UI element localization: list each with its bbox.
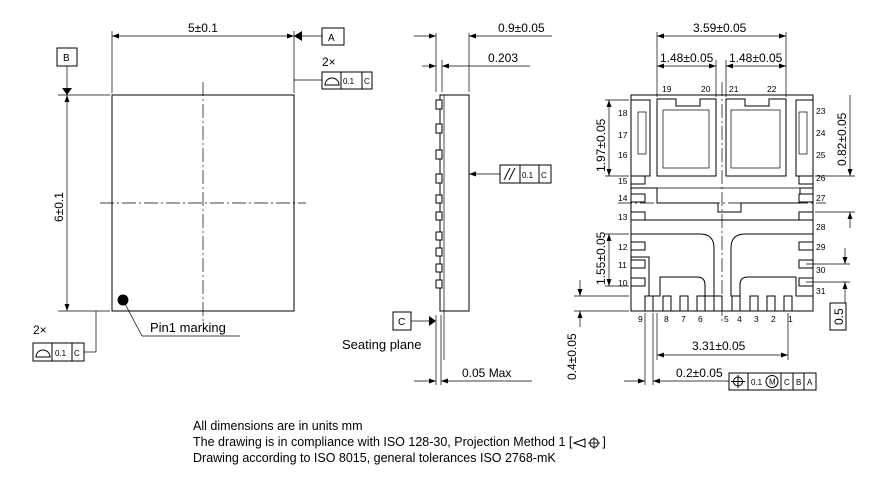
svg-text:20: 20: [701, 84, 711, 94]
left-upper-height-dimension: 1.97±0.05: [594, 118, 608, 172]
datum-b-label: B: [63, 53, 70, 64]
standoff-dimension: 0.203: [488, 51, 518, 65]
svg-text:30: 30: [816, 265, 826, 275]
note-projection: The drawing is in compliance with ISO 12…: [193, 435, 606, 449]
svg-text:0.1: 0.1: [751, 378, 763, 387]
svg-text:31: 31: [816, 286, 826, 296]
svg-text:3: 3: [754, 314, 759, 324]
svg-text:18: 18: [618, 108, 628, 118]
svg-text:M: M: [769, 378, 776, 387]
svg-text:12: 12: [618, 242, 628, 252]
svg-text:C: C: [541, 171, 547, 180]
lower-thermal-pads: [631, 233, 813, 297]
svg-text:7: 7: [681, 314, 686, 324]
pin-length-dimension: 0.4±0.05: [565, 333, 579, 380]
svg-text:0.1: 0.1: [522, 171, 534, 180]
upper-thermal-pads: [656, 98, 787, 177]
datum-c-label: C: [398, 317, 405, 328]
surface-profile-icon: [35, 349, 51, 358]
width-dimension: 5±0.1: [188, 21, 218, 35]
side-pins: [435, 99, 443, 289]
svg-text:B: B: [796, 378, 801, 387]
profile-tolerance-frame-top: 0.1 C: [321, 71, 373, 90]
datum-a-label: A: [328, 33, 335, 44]
svg-text:10: 10: [618, 278, 628, 288]
svg-text:8: 8: [664, 314, 669, 324]
note-units: All dimensions are in units mm: [193, 419, 363, 433]
surface-profile-icon: [324, 77, 340, 86]
svg-text:A: A: [807, 378, 813, 387]
svg-text:2: 2: [771, 314, 776, 324]
svg-text:29: 29: [816, 242, 826, 252]
parallelism-frame: 0.1 C: [499, 164, 552, 184]
svg-text:13: 13: [618, 212, 628, 222]
svg-text:C: C: [784, 378, 790, 387]
svg-text:28: 28: [816, 222, 826, 232]
svg-text:17: 17: [618, 130, 628, 140]
bottom-view: 19 20 21 22 18 17 16 15 14 13 12 11 10 2…: [565, 21, 855, 391]
coplanarity-dimension: 0.05 Max: [462, 366, 511, 380]
svg-text:19: 19: [662, 84, 672, 94]
svg-text:11: 11: [618, 260, 627, 270]
pin1-marking-label: Pin1 marking: [150, 320, 226, 335]
svg-text:26: 26: [816, 173, 826, 183]
seating-plane-label: Seating plane: [342, 337, 422, 352]
pitch-basic-dimension: 0.5: [832, 308, 846, 325]
svg-text:22: 22: [767, 84, 777, 94]
right-pad-width-dimension: 1.48±0.05: [729, 51, 783, 65]
svg-text:4: 4: [737, 314, 742, 324]
mmc-modifier-icon: [765, 375, 779, 388]
svg-text:23: 23: [816, 106, 826, 116]
svg-text:C: C: [74, 349, 80, 358]
perimeter-pads: [630, 175, 814, 312]
pin-width-dimension: 0.2±0.05: [676, 366, 723, 380]
side-view: 0.9±0.05 0.203 0.1 C C Seating plane: [342, 21, 552, 385]
first-angle-projection-icon: [572, 436, 601, 449]
drawing-notes: All dimensions are in units mm The drawi…: [193, 418, 753, 466]
svg-text:21: 21: [729, 84, 739, 94]
overall-pad-width-dimension: 3.59±0.05: [693, 21, 747, 35]
svg-text:1: 1: [788, 314, 793, 324]
svg-text:24: 24: [816, 128, 826, 138]
parallelism-icon: [503, 167, 516, 181]
right-height-dimension: 0.82±0.05: [835, 112, 849, 166]
count-2x-top: 2×: [322, 55, 336, 69]
thickness-dimension: 0.9±0.05: [498, 21, 545, 35]
count-2x-bottom: 2×: [33, 323, 47, 337]
profile-tolerance-frame-bottom: 0.1 C: [32, 342, 85, 362]
svg-text:15: 15: [618, 176, 628, 186]
top-view: 5±0.1 A 2× 0.1 C 6±0.1 B 2×: [32, 21, 373, 362]
position-tolerance-frame: 0.1 M C B A: [728, 372, 817, 391]
svg-text:5: 5: [724, 314, 729, 324]
left-pad-width-dimension: 1.48±0.05: [660, 51, 714, 65]
position-icon: [731, 375, 745, 388]
svg-text:27: 27: [816, 193, 826, 203]
left-lower-height-dimension: 1.55±0.05: [594, 231, 608, 285]
svg-text:C: C: [364, 77, 370, 86]
svg-text:14: 14: [618, 193, 628, 203]
svg-text:16: 16: [618, 150, 628, 160]
height-dimension: 6±0.1: [52, 192, 66, 222]
svg-text:25: 25: [816, 150, 826, 160]
note-standards: Drawing according to ISO 8015, general t…: [193, 451, 556, 465]
svg-text:6: 6: [698, 314, 703, 324]
bottom-span-dimension: 3.31±0.05: [692, 339, 746, 353]
svg-text:0.1: 0.1: [343, 77, 355, 86]
svg-text:0.1: 0.1: [55, 349, 67, 358]
svg-text:9: 9: [638, 314, 643, 324]
